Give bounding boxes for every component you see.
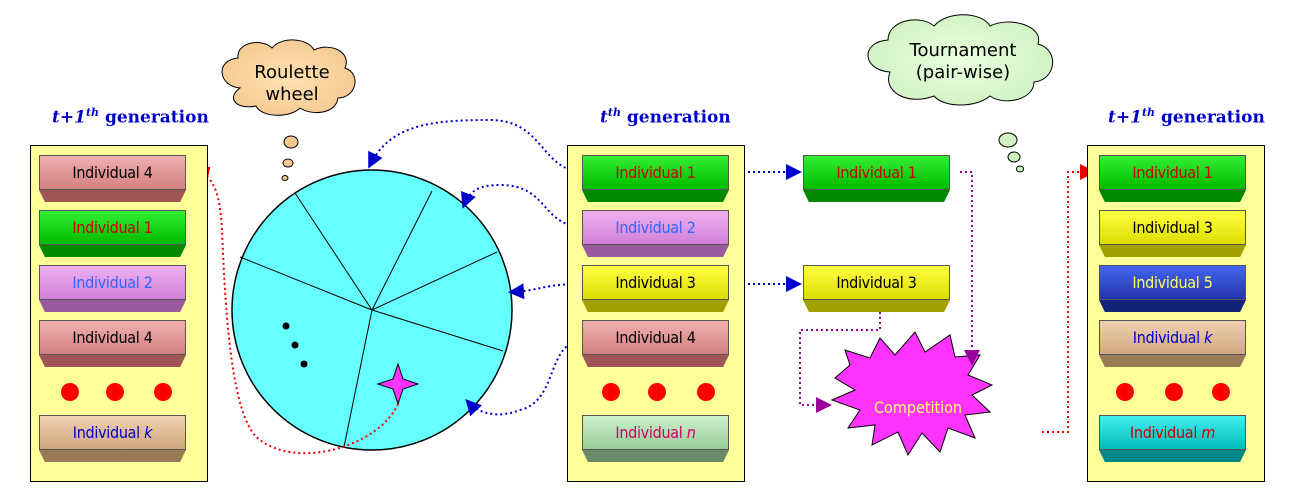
- right-item-4-label: Individual k: [1099, 320, 1246, 355]
- right-item-1: Individual 1: [1099, 155, 1246, 202]
- competition-label: Competition: [873, 398, 963, 417]
- left-panel-title: t+1th generation: [52, 106, 209, 128]
- roulette-cloud: [221, 39, 356, 181]
- center-item-5: Individual n: [582, 415, 729, 462]
- ellipsis-dot: [602, 383, 620, 401]
- center-title-main: t: [600, 107, 608, 128]
- tournament-cloud-line2: (pair-wise): [915, 62, 1011, 83]
- ellipsis-dot: [154, 383, 172, 401]
- ellipsis-dot: [1212, 383, 1230, 401]
- right-title-rest: generation: [1160, 107, 1265, 128]
- center-item-2-label: Individual 2: [615, 218, 696, 237]
- ellipsis-dot: [106, 383, 124, 401]
- center-item-1-label: Individual 1: [615, 163, 696, 182]
- center-item-5-var: n: [686, 423, 696, 442]
- tournament-cloud-line1: Tournament: [909, 40, 1017, 61]
- left-item-3: Individual 2: [39, 265, 186, 312]
- ellipsis-dot: [1165, 383, 1183, 401]
- right-item-5-var: m: [1201, 423, 1216, 442]
- right-item-4-text: Individual: [1132, 328, 1200, 347]
- tournament-cloud-text: Tournament (pair-wise): [893, 40, 1033, 84]
- left-title-sup: th: [85, 106, 100, 119]
- tournament-cloud: [867, 14, 1054, 173]
- tournament-item-1: Individual 1: [803, 155, 950, 202]
- left-item-2: Individual 1: [39, 210, 186, 257]
- left-title-rest: generation: [104, 107, 209, 128]
- left-item-5-text: Individual: [72, 423, 140, 442]
- left-title-main: t+1: [52, 107, 86, 128]
- roulette-cloud-line1: Roulette: [254, 62, 330, 83]
- center-item-4: Individual 4: [582, 320, 729, 367]
- center-title-rest: generation: [626, 107, 731, 128]
- center-item-2: Individual 2: [582, 210, 729, 257]
- right-item-2: Individual 3: [1099, 210, 1246, 257]
- right-title-sup: th: [1141, 106, 1156, 119]
- roulette-cloud-text: Roulette wheel: [242, 62, 342, 106]
- right-item-4-var: k: [1204, 328, 1213, 347]
- center-panel-title: tth generation: [600, 106, 731, 128]
- tournament-item-2-label: Individual 3: [836, 273, 917, 292]
- right-item-5: Individual m: [1099, 415, 1246, 462]
- roulette-wheel: [231, 169, 513, 451]
- tournament-item-2: Individual 3: [803, 265, 950, 312]
- ellipsis-dot: [1116, 383, 1134, 401]
- right-item-3: Individual 5: [1099, 265, 1246, 312]
- center-item-5-label: Individual n: [582, 415, 729, 450]
- competition-burst: [830, 331, 994, 457]
- center-item-3: Individual 3: [582, 265, 729, 312]
- right-title-main: t+1: [1108, 107, 1142, 128]
- right-item-5-text: Individual: [1129, 423, 1198, 442]
- left-item-3-label: Individual 2: [72, 273, 153, 292]
- left-item-5-var: k: [144, 423, 153, 442]
- left-item-2-label: Individual 1: [72, 218, 153, 237]
- roulette-cloud-line2: wheel: [265, 84, 319, 105]
- center-item-1: Individual 1: [582, 155, 729, 202]
- left-item-5: Individual k: [39, 415, 186, 462]
- left-item-1: Individual 4: [39, 155, 186, 202]
- tournament-item-1-label: Individual 1: [836, 163, 917, 182]
- right-item-4: Individual k: [1099, 320, 1246, 367]
- right-item-1-label: Individual 1: [1132, 163, 1213, 182]
- center-item-5-text: Individual: [615, 423, 683, 442]
- right-item-2-label: Individual 3: [1132, 218, 1213, 237]
- left-item-1-label: Individual 4: [72, 163, 153, 182]
- ellipsis-dot: [648, 383, 666, 401]
- right-item-3-label: Individual 5: [1132, 273, 1213, 292]
- left-item-4-label: Individual 4: [72, 328, 153, 347]
- ellipsis-dot: [697, 383, 715, 401]
- center-item-4-label: Individual 4: [615, 328, 696, 347]
- left-item-4: Individual 4: [39, 320, 186, 367]
- left-item-5-label: Individual k: [39, 415, 186, 450]
- center-title-sup: th: [607, 106, 621, 119]
- ellipsis-dot: [61, 383, 79, 401]
- right-panel-title: t+1th generation: [1108, 106, 1265, 128]
- right-item-5-label: Individual m: [1099, 415, 1246, 450]
- center-item-3-label: Individual 3: [615, 273, 696, 292]
